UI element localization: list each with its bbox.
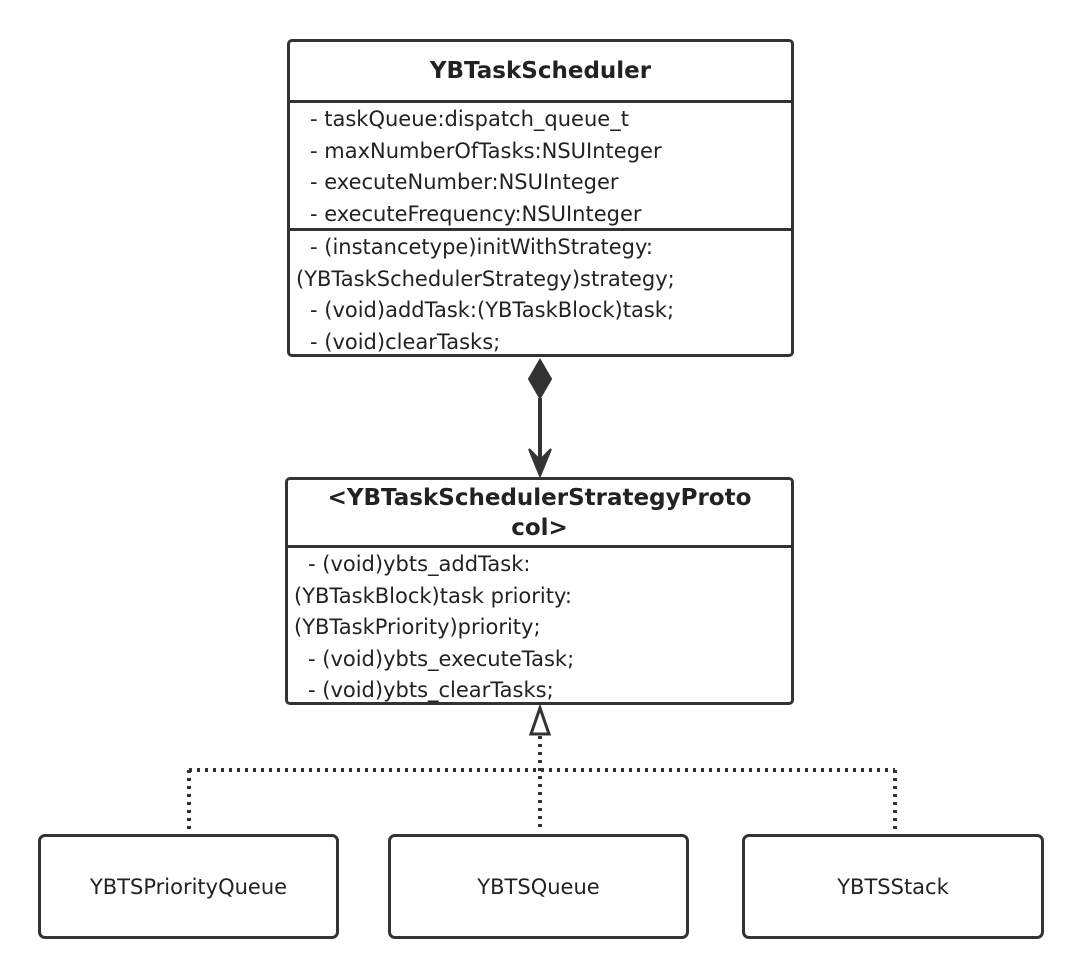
scheduler-operation: - (void)addTask:(YBTaskBlock)task; (310, 298, 675, 322)
scheduler-operations: - (instancetype)initWithStrategy: (YBTas… (290, 228, 791, 354)
protocol-operation: - (void)ybts_clearTasks; (308, 678, 554, 702)
scheduler-class[interactable]: YBTaskScheduler - taskQueue:dispatch_que… (287, 39, 794, 357)
protocol-name-line1: <YBTaskSchedulerStrategyProto (327, 485, 752, 511)
priority-queue-class-name: YBTSPriorityQueue (89, 874, 288, 899)
composition-arrowhead-icon (528, 448, 552, 479)
scheduler-attribute: - executeFrequency:NSUInteger (310, 201, 642, 226)
stack-class-name: YBTSStack (837, 874, 949, 899)
queue-class[interactable]: YBTSQueue (388, 834, 689, 939)
scheduler-class-name: YBTaskScheduler (429, 58, 652, 84)
queue-class-name: YBTSQueue (477, 874, 600, 899)
protocol-name: <YBTaskSchedulerStrategyProto col> (288, 480, 791, 545)
composition-edge (527, 358, 553, 479)
protocol-operation: - (void)ybts_executeTask; (308, 646, 575, 671)
scheduler-attributes: - taskQueue:dispatch_queue_t - maxNumber… (290, 100, 791, 228)
protocol-operations: - (void)ybts_addTask: (YBTaskBlock)task … (288, 545, 791, 702)
scheduler-attribute: - executeNumber:NSUInteger (310, 170, 619, 194)
protocol-operation: (YBTaskPriority)priority; (294, 615, 541, 639)
realization-edge (187, 703, 897, 832)
strategy-protocol-class[interactable]: <YBTaskSchedulerStrategyProto col> - (vo… (285, 477, 794, 705)
composition-diamond-icon (527, 358, 553, 400)
protocol-operation: - (void)ybts_addTask: (308, 552, 531, 576)
protocol-name-line2: col> (511, 515, 568, 541)
priority-queue-class[interactable]: YBTSPriorityQueue (38, 834, 339, 939)
scheduler-operation: - (void)clearTasks; (310, 329, 501, 354)
protocol-operation: (YBTaskBlock)task priority: (294, 583, 572, 608)
realization-triangle-icon (528, 703, 552, 736)
scheduler-operation: - (instancetype)initWithStrategy: (310, 235, 653, 259)
scheduler-attribute: - maxNumberOfTasks:NSUInteger (310, 138, 662, 163)
scheduler-operation: (YBTaskSchedulerStrategy)strategy; (296, 266, 675, 291)
scheduler-attribute: - taskQueue:dispatch_queue_t (310, 107, 629, 131)
stack-class[interactable]: YBTSStack (742, 834, 1044, 939)
